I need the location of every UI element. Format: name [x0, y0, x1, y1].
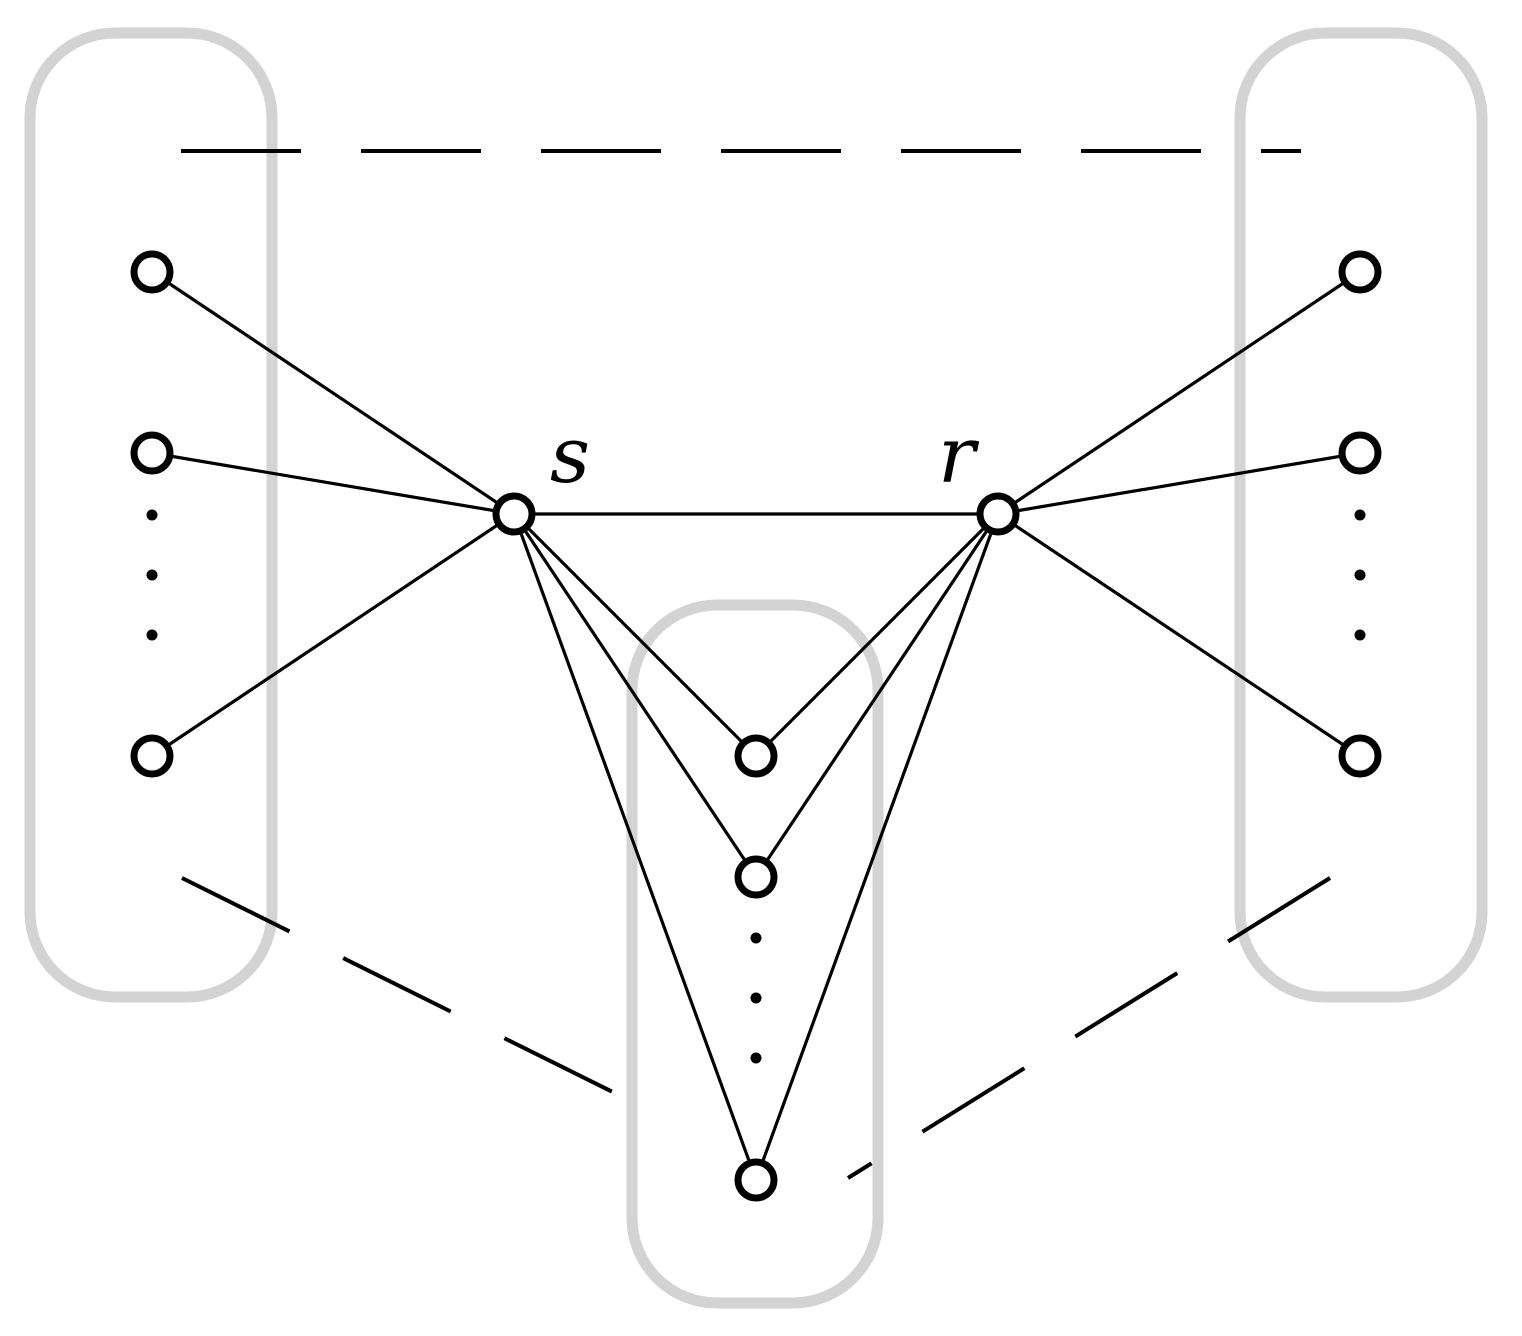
- label-r: r: [938, 411, 980, 501]
- edge-r-bottom2: [754, 513, 1000, 878]
- edge-r-right2: [997, 451, 1361, 516]
- edge-r-right3: [997, 512, 1361, 758]
- node-left-2: [130, 431, 174, 475]
- label-s: s: [550, 411, 590, 501]
- bottom-ellipsis: [750, 932, 762, 1064]
- node-r: [976, 492, 1020, 536]
- dashed-line-right-bottom: [846, 876, 1332, 1180]
- edge-s-left1: [151, 270, 515, 516]
- right-ellipsis: [1354, 509, 1366, 641]
- node-right-3: [1338, 734, 1382, 778]
- edge-r-right1: [997, 270, 1361, 516]
- edge-s-left3: [151, 512, 515, 758]
- edge-s-bottom1: [512, 512, 758, 758]
- node-right-1: [1338, 250, 1382, 294]
- left-ellipsis: [146, 509, 158, 641]
- node-left-3: [130, 734, 174, 778]
- edges: [151, 270, 1361, 1181]
- bottom-group-box: [626, 599, 884, 1309]
- edge-s-bottom3: [512, 513, 758, 1181]
- node-s: [492, 492, 536, 536]
- edge-s-left2: [151, 451, 515, 516]
- node-bottom-3: [734, 1158, 778, 1202]
- dashed-line-left-bottom: [181, 876, 666, 1120]
- node-bottom-1: [734, 734, 778, 778]
- edge-r-bottom1: [754, 512, 1000, 758]
- edge-s-bottom2: [512, 513, 758, 878]
- edge-r-bottom3: [754, 513, 1000, 1181]
- node-right-2: [1338, 431, 1382, 475]
- node-left-1: [130, 250, 174, 294]
- node-bottom-2: [734, 855, 778, 899]
- right-group-box: [1234, 27, 1488, 1003]
- left-group-box: [24, 27, 278, 1003]
